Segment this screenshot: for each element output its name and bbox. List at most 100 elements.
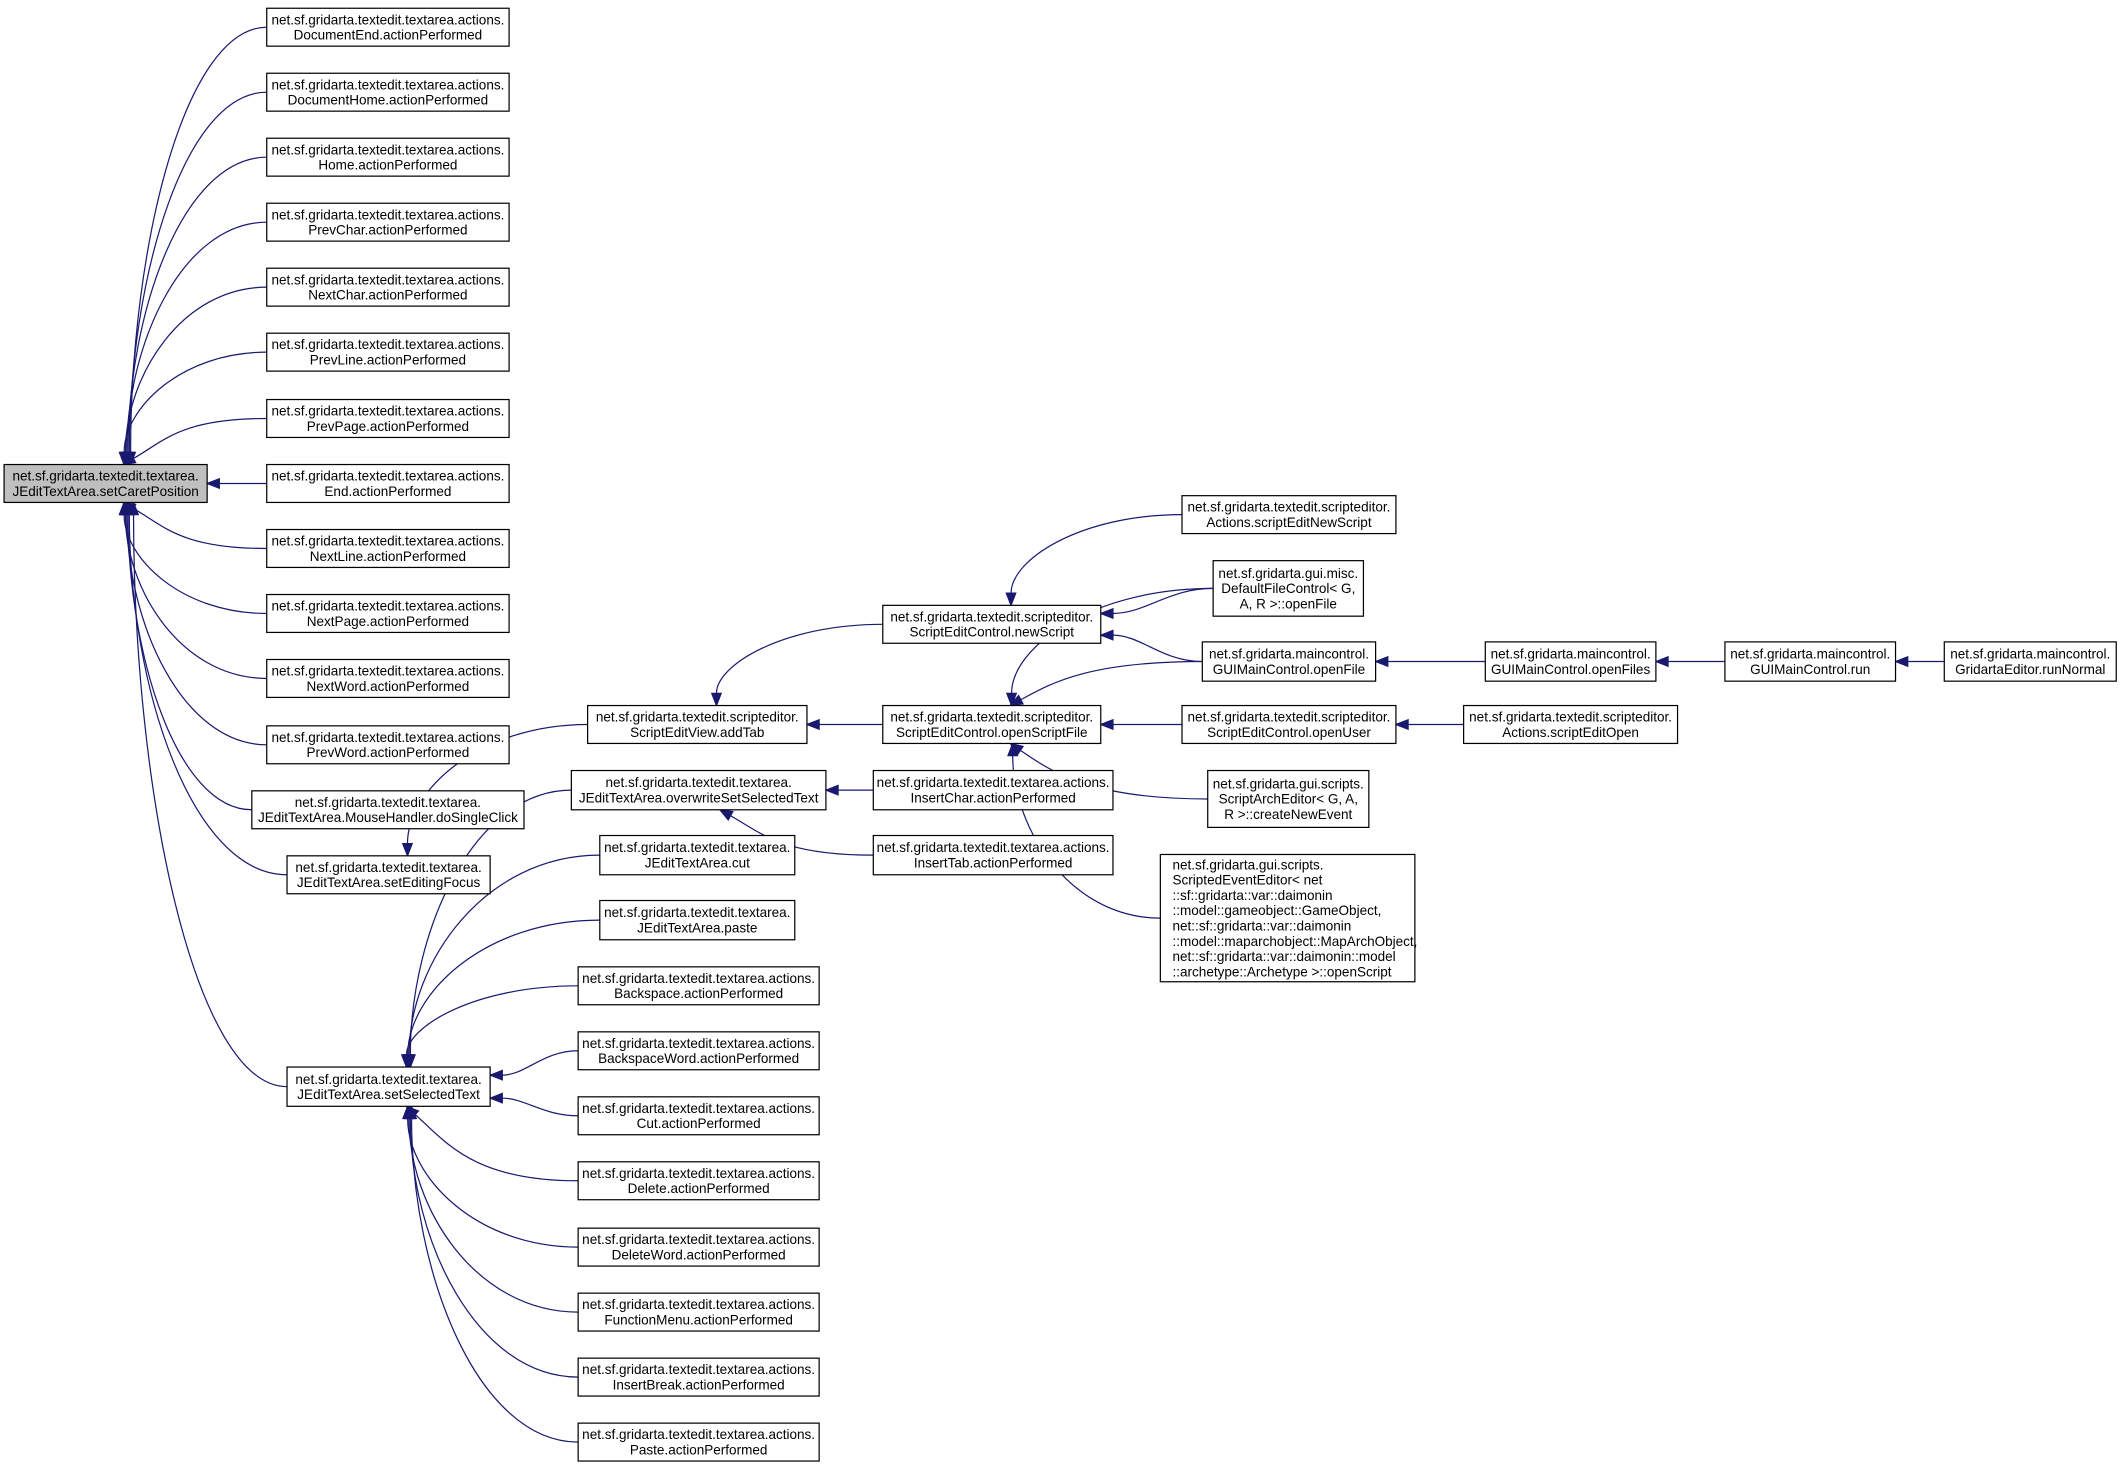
node-label-line: ::model::maparchobject::MapArchObject,: [1173, 934, 1418, 949]
node-scriptEditNewScript[interactable]: net.sf.gridarta.textedit.scripteditor.Ac…: [1181, 495, 1397, 535]
node-insertChar[interactable]: net.sf.gridarta.textedit.textarea.action…: [872, 769, 1114, 811]
node-end[interactable]: net.sf.gridarta.textedit.textarea.action…: [266, 463, 510, 504]
arrowhead-icon: [488, 1092, 503, 1104]
node-insertBreak[interactable]: net.sf.gridarta.textedit.textarea.action…: [577, 1357, 820, 1397]
node-backspace[interactable]: net.sf.gridarta.textedit.textarea.action…: [577, 966, 820, 1006]
node-runNormal[interactable]: net.sf.gridarta.maincontrol.GridartaEdit…: [1943, 641, 2117, 682]
node-label-line: net.sf.gridarta.textedit.textarea.action…: [271, 469, 504, 484]
arrowhead-icon: [824, 784, 839, 796]
node-guiOpenFile[interactable]: net.sf.gridarta.maincontrol.GUIMainContr…: [1201, 641, 1377, 682]
node-nextChar[interactable]: net.sf.gridarta.textedit.textarea.action…: [266, 267, 510, 307]
node-label-line: net.sf.gridarta.textedit.textarea.action…: [271, 77, 504, 92]
node-scriptArchEditor[interactable]: net.sf.gridarta.gui.scripts.ScriptArchEd…: [1207, 769, 1370, 829]
edge-scriptEditNewScript-to-newScript: [1005, 514, 1183, 608]
arrowhead-icon: [718, 808, 734, 821]
node-paste[interactable]: net.sf.gridarta.textedit.textarea.JEditT…: [599, 899, 796, 941]
node-box: [577, 1357, 820, 1397]
edge-insertChar-to-overwrite: [824, 784, 874, 796]
node-label-line: DocumentEnd.actionPerformed: [294, 28, 483, 43]
node-label-line: PrevLine.actionPerformed: [310, 353, 466, 368]
edge-runNormal-to-run: [1893, 655, 1945, 668]
arrowhead-icon: [1005, 592, 1017, 608]
node-label-line: ScriptEditView.addTab: [630, 725, 764, 740]
node-openFiles[interactable]: net.sf.gridarta.maincontrol.GUIMainContr…: [1484, 641, 1657, 682]
edge-run-to-openFiles: [1654, 655, 1725, 668]
node-openUser[interactable]: net.sf.gridarta.textedit.scripteditor.Sc…: [1181, 704, 1397, 745]
node-run[interactable]: net.sf.gridarta.maincontrol.GUIMainContr…: [1724, 641, 1897, 682]
node-cutAction[interactable]: net.sf.gridarta.textedit.textarea.action…: [577, 1096, 820, 1136]
arrowhead-icon: [1099, 607, 1114, 620]
node-scriptedEventEditor[interactable]: net.sf.gridarta.gui.scripts.ScriptedEven…: [1159, 853, 1418, 983]
node-box: [1159, 853, 1416, 983]
node-overwrite[interactable]: net.sf.gridarta.textedit.textarea.JEditT…: [570, 769, 827, 811]
node-label-line: ScriptedEventEditor< net: [1173, 873, 1323, 888]
node-label-line: net.sf.gridarta.textedit.textarea.action…: [582, 1036, 815, 1051]
node-label-line: JEditTextArea.paste: [637, 921, 757, 936]
node-label-line: net.sf.gridarta.textedit.scripteditor.: [596, 710, 799, 725]
node-cut[interactable]: net.sf.gridarta.textedit.textarea.JEditT…: [599, 834, 796, 876]
arrowhead-icon: [805, 718, 820, 731]
node-label-line: net.sf.gridarta.textedit.textarea.action…: [271, 207, 504, 222]
node-nextLine[interactable]: net.sf.gridarta.textedit.textarea.action…: [266, 528, 510, 569]
node-label-line: JEditTextArea.setEditingFocus: [297, 875, 481, 890]
arrowhead-icon: [405, 1104, 418, 1120]
node-docHome[interactable]: net.sf.gridarta.textedit.textarea.action…: [266, 72, 510, 112]
node-label-line: ScriptEditControl.newScript: [910, 625, 1075, 640]
arrowhead-icon: [1394, 718, 1409, 731]
node-box: [286, 1066, 491, 1107]
edge-newScript-to-addTab: [710, 623, 883, 708]
node-label-line: net.sf.gridarta.textedit.textarea.action…: [877, 775, 1110, 790]
node-box: [266, 528, 510, 569]
node-prevChar[interactable]: net.sf.gridarta.textedit.textarea.action…: [266, 202, 510, 242]
edge-prevPage-to-root: [121, 417, 267, 466]
node-label-line: DefaultFileControl< G,: [1221, 581, 1355, 596]
node-prevWord[interactable]: net.sf.gridarta.textedit.textarea.action…: [266, 725, 510, 765]
node-label-line: net.sf.gridarta.textedit.textarea.action…: [271, 664, 504, 679]
node-mouseHandler[interactable]: net.sf.gridarta.textedit.textarea.JEditT…: [251, 790, 525, 830]
node-scriptEditOpen[interactable]: net.sf.gridarta.textedit.scripteditor.Ac…: [1463, 704, 1679, 745]
node-prevPage[interactable]: net.sf.gridarta.textedit.textarea.action…: [266, 398, 510, 439]
node-box: [882, 604, 1102, 644]
node-deleteWord[interactable]: net.sf.gridarta.textedit.textarea.action…: [577, 1227, 820, 1267]
node-label-line: DocumentHome.actionPerformed: [288, 93, 489, 108]
node-label-line: JEditTextArea.setSelectedText: [297, 1087, 480, 1102]
node-pasteAction[interactable]: net.sf.gridarta.textedit.textarea.action…: [577, 1422, 820, 1462]
edge-line: [409, 789, 572, 1055]
node-functionMenu[interactable]: net.sf.gridarta.textedit.textarea.action…: [577, 1292, 820, 1332]
node-label-line: net.sf.gridarta.textedit.textarea.action…: [582, 1297, 815, 1312]
node-defaultFileControl[interactable]: net.sf.gridarta.gui.misc.DefaultFileCont…: [1212, 560, 1365, 617]
edge-line: [1112, 634, 1203, 663]
node-label-line: NextLine.actionPerformed: [310, 549, 466, 564]
arrowhead-icon: [121, 453, 137, 466]
node-label-line: Actions.scriptEditNewScript: [1206, 515, 1371, 530]
node-nextPage[interactable]: net.sf.gridarta.textedit.textarea.action…: [266, 593, 510, 634]
node-box: [266, 202, 510, 242]
node-label-line: JEditTextArea.MouseHandler.doSingleClick: [258, 810, 518, 825]
node-label-line: NextPage.actionPerformed: [307, 614, 469, 629]
arrowhead-icon: [400, 1054, 413, 1069]
node-backspaceWord[interactable]: net.sf.gridarta.textedit.textarea.action…: [577, 1031, 820, 1071]
node-setEditingFocus[interactable]: net.sf.gridarta.textedit.textarea.JEditT…: [286, 855, 491, 895]
node-box: [872, 769, 1114, 811]
node-label-line: ::sf::gridarta::var::daimonin: [1173, 888, 1333, 903]
node-nextWord[interactable]: net.sf.gridarta.textedit.textarea.action…: [266, 658, 510, 699]
node-home[interactable]: net.sf.gridarta.textedit.textarea.action…: [266, 137, 510, 177]
node-label-line: net.sf.gridarta.textedit.textarea.: [605, 775, 791, 790]
node-docEnd[interactable]: net.sf.gridarta.textedit.textarea.action…: [266, 7, 510, 47]
edge-line: [410, 1118, 579, 1443]
node-box: [577, 1227, 820, 1267]
edge-line: [127, 156, 267, 453]
node-root[interactable]: net.sf.gridarta.textedit.textarea.JEditT…: [3, 463, 208, 504]
edge-line: [132, 514, 288, 1088]
edge-docHome-to-root: [123, 91, 267, 467]
arrowhead-icon: [1893, 655, 1909, 668]
node-addTab[interactable]: net.sf.gridarta.textedit.scripteditor.Sc…: [587, 704, 808, 745]
node-prevLine[interactable]: net.sf.gridarta.textedit.textarea.action…: [266, 332, 510, 372]
arrowhead-icon: [1373, 655, 1389, 668]
node-delete[interactable]: net.sf.gridarta.textedit.textarea.action…: [577, 1161, 820, 1201]
node-box: [1201, 641, 1377, 682]
node-openScriptFile[interactable]: net.sf.gridarta.textedit.scripteditor.Sc…: [882, 704, 1102, 745]
node-newScript[interactable]: net.sf.gridarta.textedit.scripteditor.Sc…: [882, 604, 1102, 644]
node-insertTab[interactable]: net.sf.gridarta.textedit.textarea.action…: [872, 834, 1114, 876]
node-setSelectedText[interactable]: net.sf.gridarta.textedit.textarea.JEditT…: [286, 1066, 491, 1107]
